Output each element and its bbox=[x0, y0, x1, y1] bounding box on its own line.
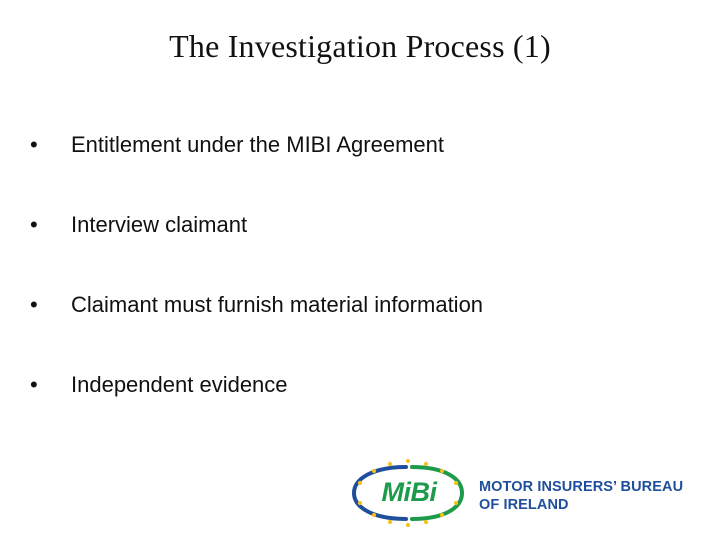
bullet-marker: • bbox=[30, 132, 38, 157]
bullet-item: • Claimant must furnish material informa… bbox=[30, 288, 700, 368]
bullet-text: Interview claimant bbox=[71, 212, 248, 237]
star-ring-emblem-icon: MiBi bbox=[348, 458, 470, 528]
bullet-marker: • bbox=[30, 212, 38, 237]
bullet-item: • Interview claimant bbox=[30, 208, 700, 288]
logo-name-line-2: OF IRELAND bbox=[479, 497, 569, 513]
bullet-list: • Entitlement under the MIBI Agreement •… bbox=[30, 128, 700, 448]
slide-title: The Investigation Process (1) bbox=[169, 28, 551, 64]
bullet-marker: • bbox=[30, 372, 38, 397]
bullet-marker: • bbox=[30, 292, 38, 317]
bullet-text: Independent evidence bbox=[71, 372, 288, 397]
logo-organization-name: MOTOR INSURERS’ BUREAU OF IRELAND bbox=[479, 478, 714, 514]
mibi-logo: MiBi MOTOR INSURERS’ BUREAU OF IRELAND bbox=[348, 458, 714, 528]
bullet-text: Claimant must furnish material informati… bbox=[71, 292, 484, 317]
logo-mark-text: MiBi bbox=[381, 477, 438, 507]
logo-name-line-1: MOTOR INSURERS’ BUREAU bbox=[479, 479, 684, 495]
bullet-item: • Entitlement under the MIBI Agreement bbox=[30, 128, 700, 208]
bullet-item: • Independent evidence bbox=[30, 368, 700, 448]
bullet-text: Entitlement under the MIBI Agreement bbox=[71, 132, 444, 157]
